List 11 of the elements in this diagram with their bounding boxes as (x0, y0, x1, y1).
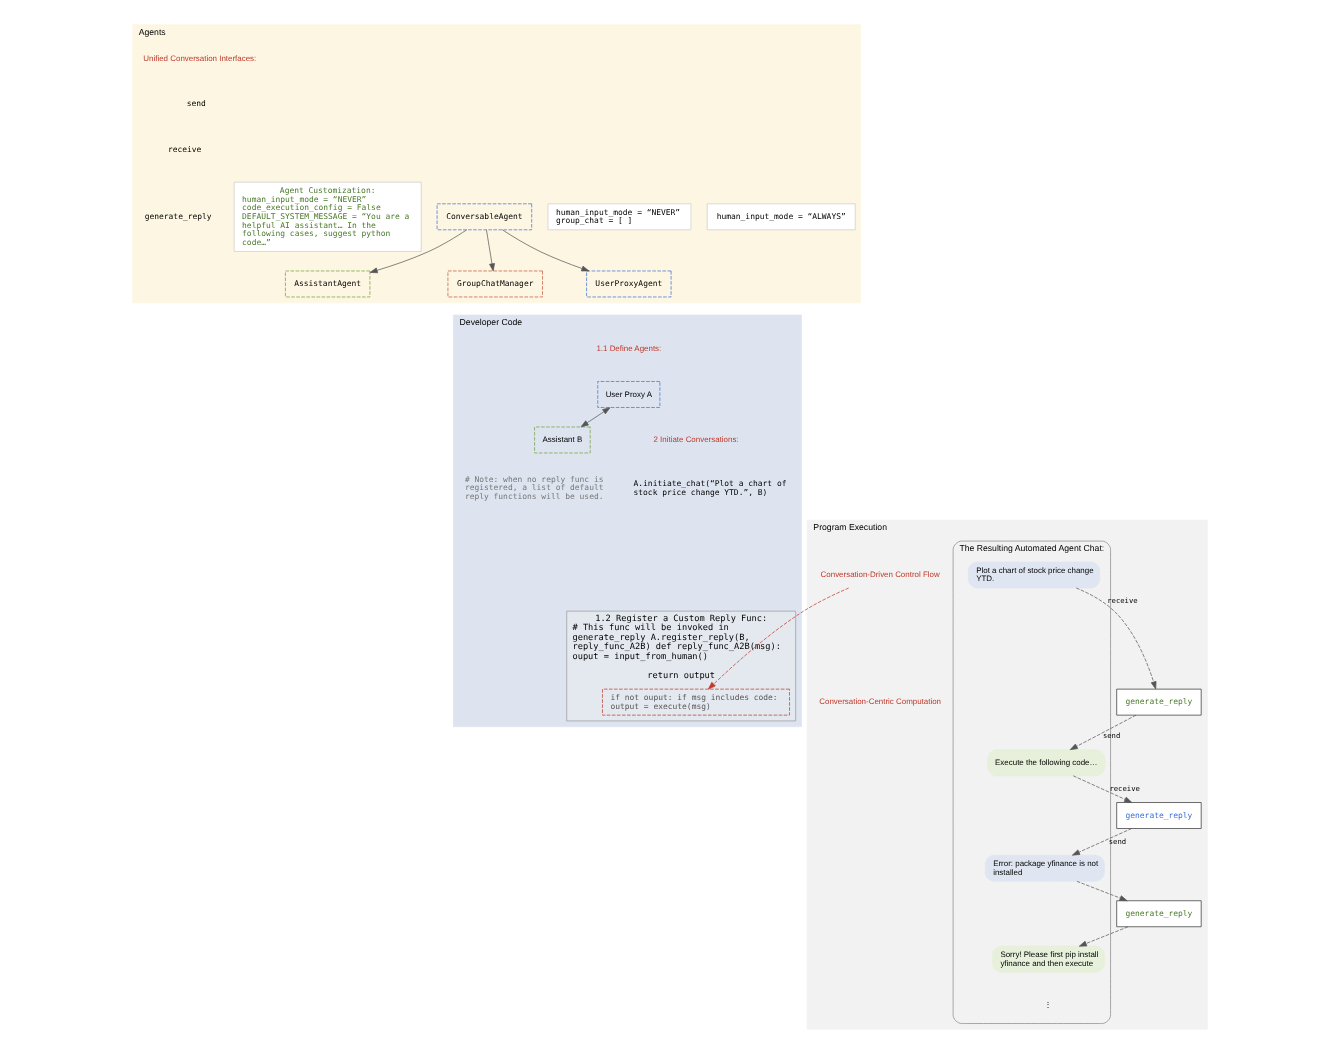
arrow (502, 229, 590, 272)
arrow (1078, 926, 1129, 947)
arrow (708, 587, 849, 690)
arrow (1072, 828, 1132, 856)
arrow (580, 407, 611, 428)
arrow (1075, 587, 1157, 690)
arrow (369, 229, 468, 274)
arrow (1069, 714, 1137, 751)
arrow (486, 229, 495, 272)
arrow (1076, 881, 1128, 902)
arrow (1072, 775, 1133, 803)
